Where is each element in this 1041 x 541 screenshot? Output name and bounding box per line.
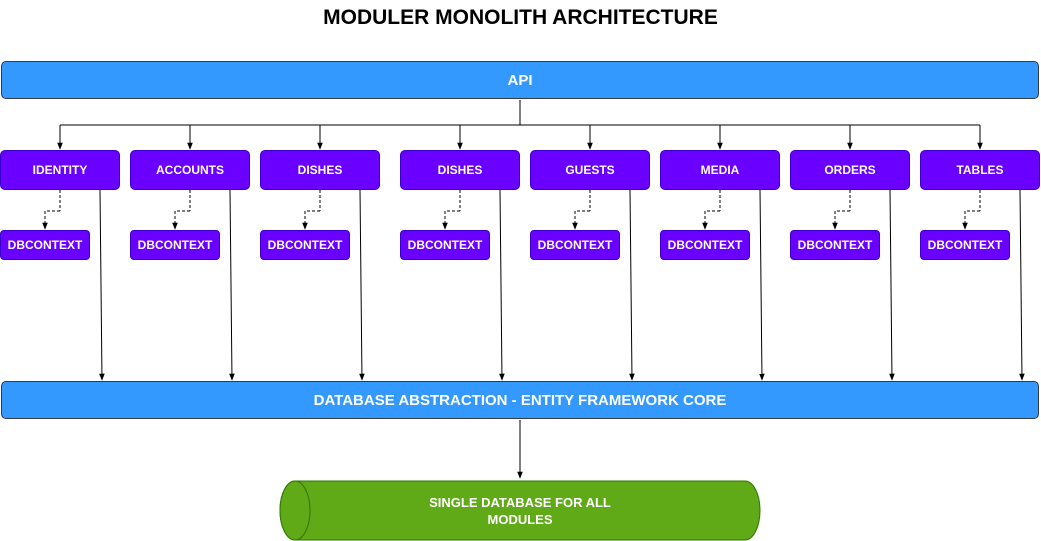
- dbcontext-box: DBCONTEXT: [400, 230, 490, 260]
- module-box: DISHES: [260, 150, 380, 190]
- database-cylinder: [279, 480, 761, 541]
- api-bar: API: [1, 61, 1039, 99]
- module-box: DISHES: [400, 150, 520, 190]
- dbcontext-box: DBCONTEXT: [920, 230, 1010, 260]
- database-label-line2: MODULES: [487, 512, 553, 527]
- module-box: MEDIA: [660, 150, 780, 190]
- dbcontext-box: DBCONTEXT: [660, 230, 750, 260]
- module-to-abstraction-arrow: [629, 189, 635, 381]
- dbcontext-box: DBCONTEXT: [530, 230, 620, 260]
- module-to-abstraction-arrow: [1019, 189, 1025, 381]
- dbcontext-box: DBCONTEXT: [0, 230, 90, 260]
- module-box: GUESTS: [530, 150, 650, 190]
- module-to-abstraction-arrow: [359, 189, 365, 381]
- diagram-title: MODULER MONOLITH ARCHITECTURE: [323, 6, 718, 29]
- module-box: ORDERS: [790, 150, 910, 190]
- module-box: IDENTITY: [0, 150, 120, 190]
- database-label: SINGLE DATABASE FOR ALL MODULES: [300, 494, 740, 528]
- module-to-abstraction-arrow: [99, 189, 105, 381]
- api-label: API: [507, 71, 533, 89]
- module-to-abstraction-arrow: [759, 189, 765, 381]
- module-to-abstraction-arrow: [889, 189, 895, 381]
- dbcontext-box: DBCONTEXT: [790, 230, 880, 260]
- database-end-cap: [279, 480, 311, 541]
- db-abstraction-bar: DATABASE ABSTRACTION - ENTITY FRAMEWORK …: [1, 381, 1039, 419]
- module-to-abstraction-arrow: [499, 189, 505, 381]
- dbcontext-box: DBCONTEXT: [130, 230, 220, 260]
- dbcontext-box: DBCONTEXT: [260, 230, 350, 260]
- module-box: TABLES: [920, 150, 1040, 190]
- database-label-line1: SINGLE DATABASE FOR ALL: [429, 495, 611, 510]
- db-abstraction-label: DATABASE ABSTRACTION - ENTITY FRAMEWORK …: [313, 391, 727, 409]
- module-connectors: [42, 125, 1025, 381]
- module-to-abstraction-arrow: [229, 189, 235, 381]
- module-box: ACCOUNTS: [130, 150, 250, 190]
